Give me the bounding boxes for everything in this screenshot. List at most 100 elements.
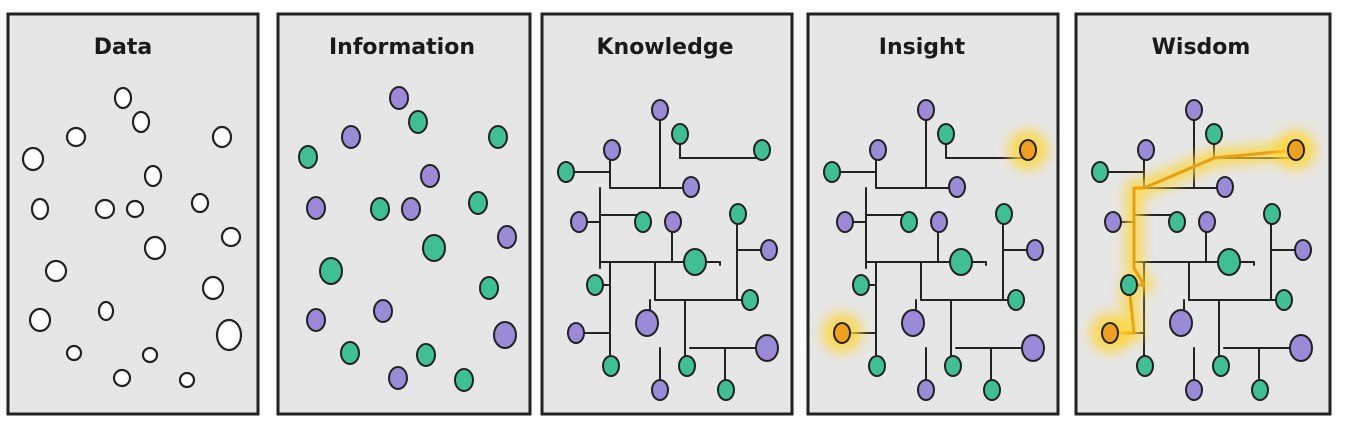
information-dot bbox=[493, 321, 517, 349]
data-dot bbox=[215, 318, 243, 352]
network-node bbox=[1289, 334, 1313, 362]
information-dot bbox=[389, 86, 409, 110]
panel-data-dots bbox=[21, 86, 243, 389]
information-dot bbox=[370, 197, 390, 221]
information-dot bbox=[408, 110, 428, 134]
data-dot bbox=[21, 146, 45, 172]
network-node bbox=[900, 211, 918, 233]
panel-knowledge: Knowledge bbox=[540, 12, 794, 416]
data-dot bbox=[141, 346, 159, 364]
network-node bbox=[917, 379, 935, 401]
network-node bbox=[901, 309, 925, 337]
network-node bbox=[852, 274, 870, 296]
information-dot bbox=[416, 343, 436, 367]
panel-wisdom-title: Wisdom bbox=[1152, 35, 1251, 60]
network-node bbox=[944, 355, 962, 377]
network-node bbox=[1091, 161, 1109, 183]
data-dot bbox=[211, 125, 233, 149]
network-node bbox=[671, 123, 689, 145]
network-node bbox=[1217, 248, 1241, 276]
network-node bbox=[1104, 211, 1122, 233]
panel-knowledge-network bbox=[557, 99, 779, 401]
information-dot bbox=[488, 125, 508, 149]
wisdom-path-line bbox=[1110, 148, 1297, 335]
network-node bbox=[634, 211, 652, 233]
data-dot bbox=[113, 86, 133, 110]
data-dot bbox=[97, 300, 115, 322]
network-node bbox=[1216, 176, 1234, 198]
data-dot bbox=[143, 164, 163, 188]
data-dot bbox=[131, 110, 151, 134]
network-nodes bbox=[557, 99, 779, 401]
panel-insight-network bbox=[822, 99, 1048, 401]
network-node bbox=[683, 248, 707, 276]
network-node bbox=[1026, 239, 1044, 261]
information-dot bbox=[373, 299, 393, 323]
network-node bbox=[1136, 355, 1154, 377]
highlighted-node bbox=[1287, 139, 1305, 161]
network-node bbox=[1212, 355, 1230, 377]
highlighted-node bbox=[1101, 322, 1119, 344]
panel-information-title: Information bbox=[329, 35, 475, 60]
network-node bbox=[1198, 211, 1216, 233]
network-node bbox=[635, 309, 659, 337]
panel-knowledge-title: Knowledge bbox=[596, 35, 733, 60]
information-dot bbox=[497, 225, 517, 249]
information-dot bbox=[340, 341, 360, 365]
network-node bbox=[1120, 274, 1138, 296]
network-node bbox=[1185, 379, 1203, 401]
network-node bbox=[664, 211, 682, 233]
network-node bbox=[682, 176, 700, 198]
network-node bbox=[930, 211, 948, 233]
network-node bbox=[755, 334, 779, 362]
network-node bbox=[1168, 211, 1186, 233]
network-node bbox=[753, 139, 771, 161]
panel-insight-title: Insight bbox=[879, 35, 966, 60]
information-dot bbox=[420, 164, 440, 188]
panel-insight: Insight bbox=[806, 12, 1060, 416]
network-nodes bbox=[1090, 99, 1316, 401]
network-node bbox=[1263, 203, 1281, 225]
panel-information-dots bbox=[298, 86, 517, 392]
information-dot bbox=[388, 366, 408, 390]
network-node bbox=[1205, 123, 1223, 145]
network-node bbox=[651, 99, 669, 121]
data-dot bbox=[143, 235, 167, 261]
network-node bbox=[651, 379, 669, 401]
panel-data-title: Data bbox=[94, 35, 152, 60]
data-dot bbox=[220, 226, 242, 248]
data-dot bbox=[65, 344, 83, 362]
network-node bbox=[869, 139, 887, 161]
data-dot bbox=[178, 371, 196, 389]
network-node bbox=[937, 123, 955, 145]
data-dot bbox=[190, 192, 210, 214]
data-dot bbox=[44, 259, 68, 283]
information-dot bbox=[306, 196, 326, 220]
network-node bbox=[586, 274, 604, 296]
wisdom-path bbox=[1110, 141, 1297, 342]
data-dot bbox=[125, 199, 145, 219]
information-dot bbox=[468, 191, 488, 215]
information-dot bbox=[454, 368, 474, 392]
network-nodes bbox=[822, 99, 1048, 401]
data-dot bbox=[201, 275, 225, 301]
information-dot bbox=[306, 308, 326, 332]
network-node bbox=[1007, 289, 1025, 311]
network-node bbox=[567, 322, 585, 344]
network-node bbox=[1294, 239, 1312, 261]
network-node bbox=[602, 355, 620, 377]
network-node bbox=[868, 355, 886, 377]
network-node bbox=[1169, 309, 1193, 337]
network-node bbox=[917, 99, 935, 121]
data-dot bbox=[65, 126, 87, 148]
network-node bbox=[603, 139, 621, 161]
network-node bbox=[557, 161, 575, 183]
network-node bbox=[678, 355, 696, 377]
network-node bbox=[823, 161, 841, 183]
network-node bbox=[836, 211, 854, 233]
highlighted-node bbox=[1019, 139, 1037, 161]
data-dot bbox=[112, 368, 132, 388]
network-node bbox=[1251, 379, 1269, 401]
